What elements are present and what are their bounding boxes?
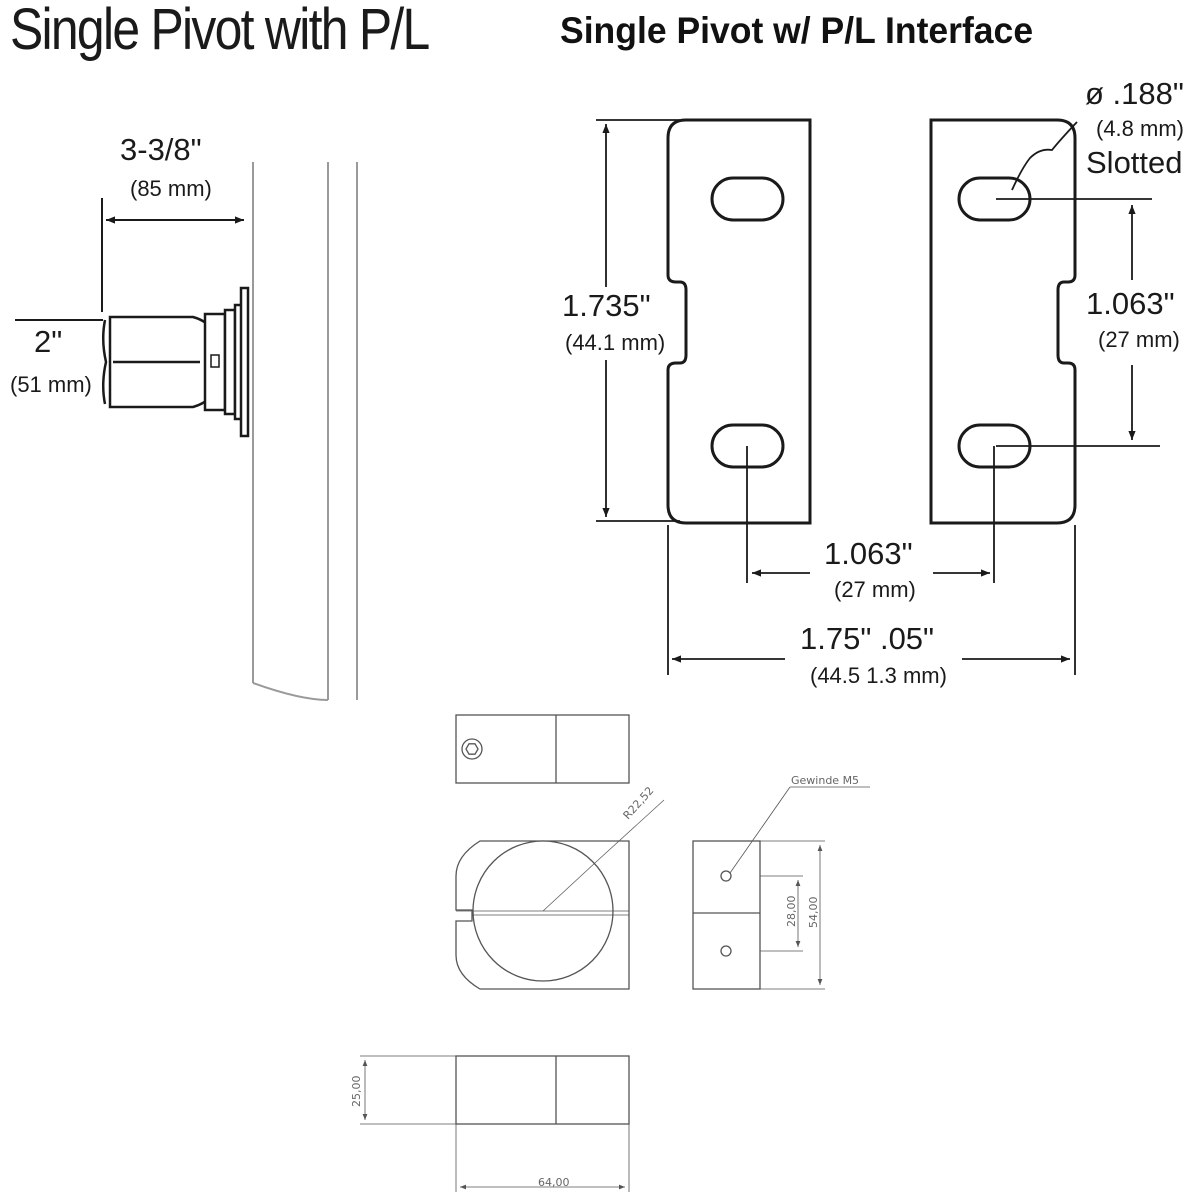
pivot-assembly: [102, 286, 250, 438]
hole-type: Slotted: [1086, 145, 1183, 180]
interface-plates: [666, 118, 1077, 525]
slot-spacing-h-inch: 1.063": [824, 536, 913, 571]
side-view: [15, 162, 358, 701]
hole-leader: [1011, 121, 1078, 191]
width-dimension: [15, 198, 244, 321]
hole-diameter-mm: (4.8 mm): [1096, 116, 1184, 141]
clamp-radius: R22,52: [621, 784, 657, 822]
title-interface: Single Pivot w/ P/L Interface: [560, 10, 1034, 51]
plate-height-mm: (44.1 mm): [565, 330, 665, 355]
side-width-mm: (85 mm): [130, 176, 212, 201]
slot-spacing-v-mm: (27 mm): [1098, 327, 1180, 352]
hole-spacing-dim: 28,00: [785, 896, 798, 928]
clamp-length-dim: 64,00: [538, 1176, 570, 1189]
left-plate: [666, 118, 812, 525]
clamp-bottom-view: [360, 1055, 630, 1192]
plate-height-inch: 1.735": [562, 288, 651, 323]
title-single-pivot: Single Pivot with P/L: [10, 0, 430, 62]
right-plate: [929, 118, 1077, 525]
left-plate-slot-top: [710, 176, 785, 222]
overall-width-inch: 1.75" .05": [800, 621, 934, 656]
interface-dimensions: [596, 119, 1160, 675]
slot-spacing-h-mm: (27 mm): [834, 577, 916, 602]
hole-diameter: ø .188": [1085, 76, 1184, 111]
clamp-side-view: [692, 786, 870, 990]
side-height-mm: (51 mm): [10, 372, 92, 397]
clamp-top-view: [455, 714, 630, 784]
side-height-inch: 2": [34, 324, 62, 359]
slot-spacing-v-inch: 1.063": [1086, 286, 1175, 321]
clamp-front-view: [455, 799, 665, 990]
clamp-depth-dim: 25,00: [350, 1076, 363, 1108]
clamp-height-dim: 54,00: [807, 897, 820, 929]
thread-callout: Gewinde M5: [791, 774, 859, 787]
side-width-inch: 3-3/8": [120, 132, 202, 167]
pole: [252, 162, 358, 701]
overall-width-mm: (44.5 1.3 mm): [810, 663, 947, 688]
